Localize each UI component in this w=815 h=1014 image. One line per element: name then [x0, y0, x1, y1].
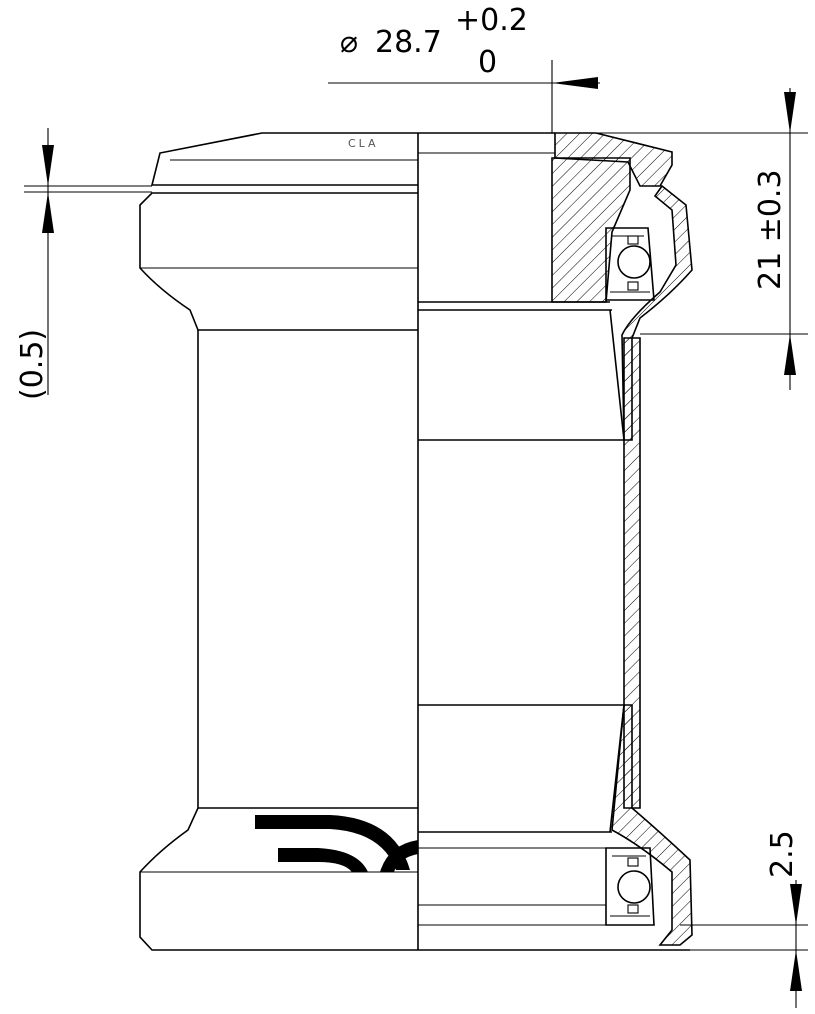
top-cup-height-label: 21 ±0.3 — [753, 169, 788, 290]
bottom-height-label: 2.5 — [765, 830, 800, 878]
lower-cup-shell-section — [611, 704, 693, 946]
upper-bearing — [605, 227, 655, 301]
upper-inner-sleeve — [418, 309, 625, 441]
top-cap-section — [554, 132, 673, 187]
lower-bearing — [605, 847, 655, 926]
diameter-symbol: ⌀ — [340, 25, 358, 60]
diameter-dimension: ⌀ 28.7 +0.2 0 — [328, 3, 600, 133]
diameter-tolerance-lower: 0 — [478, 45, 497, 80]
upper-bearing-ball — [617, 245, 651, 279]
cross-section-view — [418, 132, 693, 951]
diameter-tolerance-upper: +0.2 — [455, 3, 528, 38]
top-gap-dimension: (0.5) — [15, 128, 152, 400]
top-cup-exterior — [139, 132, 418, 331]
bottom-cup-exterior — [139, 807, 418, 951]
compression-ring-section — [551, 157, 631, 303]
engraved-brand-text: CLA — [348, 137, 379, 150]
top-cup-height-dimension: 21 ±0.3 — [596, 88, 808, 390]
head-tube-wall-section — [623, 337, 641, 809]
bottom-height-dimension: 2.5 — [680, 830, 808, 1008]
diameter-value: 28.7 — [375, 25, 442, 60]
brand-logo-mark — [255, 815, 418, 872]
top-gap-label: (0.5) — [15, 329, 50, 400]
exterior-view: CLA — [139, 132, 418, 951]
lower-bearing-ball — [617, 870, 651, 904]
lower-inner-sleeve — [418, 704, 625, 833]
